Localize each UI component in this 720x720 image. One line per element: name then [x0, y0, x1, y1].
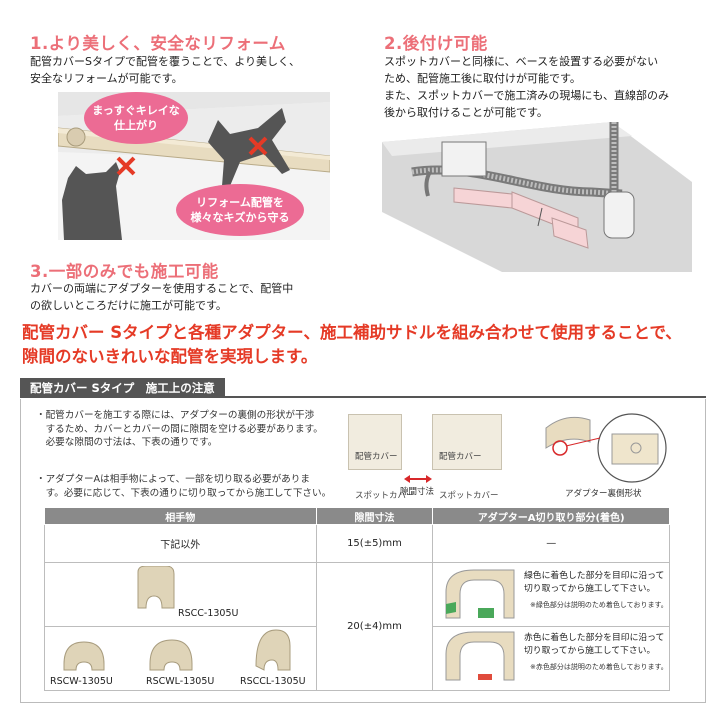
- part-label-rscw: RSCW-1305U: [50, 676, 113, 687]
- table-header: 隙間寸法: [315, 507, 434, 525]
- section2-line: スポットカバーと同様に、ベースを設置する必要がない: [384, 55, 659, 68]
- x-mark-icon: [248, 136, 268, 156]
- bubble-line: まっすぐキレイな: [92, 104, 180, 117]
- notes-section-tab: 配管カバー Sタイプ 施工上の注意: [20, 378, 225, 398]
- catch-copy: 配管カバー Sタイプと各種アダプター、施工補助サドルを組み合わせて使用することで…: [22, 321, 712, 369]
- section1-text: 配管カバーSタイプで配管を覆うことで、より美しく、 安全なリフォームが可能です。: [30, 53, 300, 87]
- part-label-rsccl: RSCCL-1305U: [240, 676, 306, 687]
- bubble-line: リフォーム配管を: [196, 196, 284, 209]
- gap-panel-line: スポットカバー: [355, 491, 415, 501]
- adapter-back-label: アダプター裏側形状: [565, 489, 642, 499]
- section2-line: また、スポットカバーで施工済みの現場にも、直線部のみ: [384, 89, 670, 102]
- table-cell-gap: 15(±5)mm: [315, 524, 434, 563]
- bubble-protect-pipe: リフォーム配管を 様々なキズから守る: [176, 184, 304, 236]
- table-header-row: 相手物 隙間寸法 アダプターA切り取り部分(着色): [44, 507, 670, 525]
- spec-table: 相手物 隙間寸法 アダプターA切り取り部分(着色) 下記以外 15(±5)mm …: [44, 507, 670, 691]
- section2-text: スポットカバーと同様に、ベースを設置する必要がない ため、配管施工後に取付けが可…: [384, 53, 669, 121]
- gap-left-panel: 配管カバー スポットカバー: [348, 414, 415, 501]
- cut-note-line: 切り取ってから施工して下さい。: [524, 584, 656, 594]
- gap-label: 隙間寸法: [400, 487, 435, 497]
- wall-pipe-cats-image: [58, 92, 330, 240]
- table-cell-cut: —: [432, 524, 670, 563]
- table-cell-gap: 20(±4)mm: [315, 562, 434, 691]
- gap-panel-line: スポットカバー: [439, 491, 499, 501]
- adapter-green-cut-image: [445, 569, 515, 619]
- cut-note-green: 緑色に着色した部分を目印に沿って 切り取ってから施工して下さい。: [524, 570, 664, 596]
- cut-note-line: 赤色に着色した部分を目印に沿って: [524, 633, 665, 643]
- cut-note-red-small: ※赤色部分は説明のため着色しております。: [530, 663, 668, 671]
- cut-note-green-small: ※緑色部分は説明のため着色しております。: [530, 601, 668, 609]
- table-row: 下記以外 15(±5)mm —: [44, 524, 670, 563]
- section2-illustration: [382, 122, 692, 272]
- adapter-back-shape-image: [545, 413, 667, 483]
- gap-panel-line: 配管カバー: [439, 452, 482, 462]
- section3-title: 3.一部のみでも施工可能: [30, 262, 219, 281]
- rscw-1305u-image: [63, 641, 105, 671]
- bubble-line: 様々なキズから守る: [190, 211, 290, 224]
- part-label-rscwl: RSCWL-1305U: [146, 676, 215, 687]
- note-line: ・配管カバーを施工する際には、アダプターの裏側の形状が干渉: [36, 410, 315, 421]
- note-gap: ・配管カバーを施工する際には、アダプターの裏側の形状が干渉 するため、カバーとカ…: [36, 409, 323, 450]
- catch-line: 隙間のないきれいな配管を実現します。: [22, 347, 318, 366]
- bubble-line: 仕上がり: [114, 119, 158, 132]
- section3-line: の欲しいところだけに施工が可能です。: [30, 299, 227, 312]
- rscc-1305u-image: [137, 566, 175, 609]
- cut-note-red: 赤色に着色した部分を目印に沿って 切り取ってから施工して下さい。: [524, 632, 664, 658]
- x-mark-icon: [116, 156, 136, 176]
- section1-title: 1.より美しく、安全なリフォーム: [30, 34, 286, 53]
- gap-arrow-icon: [404, 475, 432, 483]
- table-cell-target: 下記以外: [44, 524, 317, 563]
- note-line: するため、カバーとカバーの間に隙間を空ける必要があります。: [36, 423, 323, 435]
- section1-line: 安全なリフォームが可能です。: [30, 72, 183, 85]
- notes-section-bar: 配管カバー Sタイプ 施工上の注意: [20, 378, 706, 398]
- catch-line: 配管カバー Sタイプと各種アダプター、施工補助サドルを組み合わせて使用することで…: [22, 323, 682, 342]
- note-line: す。必要に応じて、下表の通りに切り取ってから施工して下さい。: [36, 487, 332, 499]
- note-line: ・アダプターAは相手物によって、一部を切り取る必要がありま: [36, 474, 310, 485]
- note-line: 必要な隙間の寸法は、下表の通りです。: [36, 437, 218, 448]
- table-cell-part-rscc: [44, 562, 317, 627]
- cut-note-line: 切り取ってから施工して下さい。: [524, 646, 656, 656]
- gap-right-panel: 配管カバー スポットカバー: [432, 414, 502, 501]
- rsccl-1305u-image: [255, 629, 291, 671]
- section1-line: 配管カバーSタイプで配管を覆うことで、より美しく、: [30, 55, 300, 68]
- cut-note-line: 緑色に着色した部分を目印に沿って: [524, 571, 665, 581]
- table-header: アダプターA切り取り部分(着色): [432, 507, 670, 525]
- part-label-rscc: RSCC-1305U: [178, 608, 239, 619]
- bubble-straight-finish: まっすぐキレイな 仕上がり: [84, 92, 188, 144]
- gap-panel-line: 配管カバー: [355, 452, 398, 462]
- section1-illustration: [58, 92, 330, 240]
- note-adapter: ・アダプターAは相手物によって、一部を切り取る必要がありま す。必要に応じて、下…: [36, 473, 331, 500]
- section2-title: 2.後付け可能: [384, 34, 488, 53]
- section2-line: 後から取付けることが可能です。: [384, 106, 548, 119]
- section2-line: ため、配管施工後に取付けが可能です。: [384, 72, 581, 85]
- section3-line: カバーの両端にアダプターを使用することで、配管中: [30, 282, 294, 295]
- table-header: 相手物: [44, 507, 317, 525]
- section3-text: カバーの両端にアダプターを使用することで、配管中 の欲しいところだけに施工が可能…: [30, 280, 293, 314]
- notes-box: [20, 399, 706, 703]
- adapter-red-cut-image: [445, 631, 515, 681]
- rscwl-1305u-image: [149, 639, 193, 671]
- retrofit-diagram-image: [382, 122, 692, 272]
